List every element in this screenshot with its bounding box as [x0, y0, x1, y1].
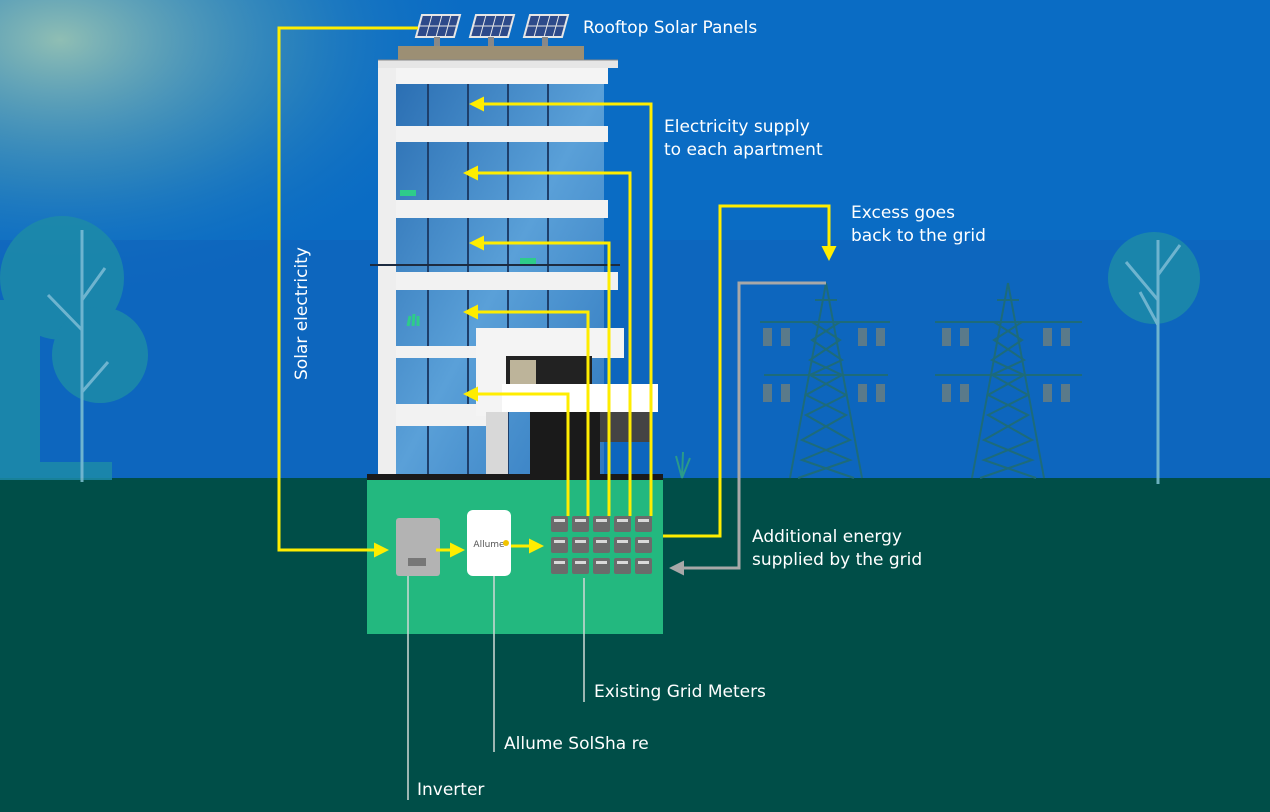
excess-to-grid-flow: [663, 204, 837, 538]
allume-solshare-label: Allume SolSha re: [504, 734, 649, 754]
grid-meter: [572, 537, 589, 553]
grid-meter-display: [554, 561, 565, 564]
additional-energy-label-line1: Additional energy: [752, 527, 902, 547]
electricity-supply-label: Electricity supply to each apartment: [664, 116, 823, 162]
grid-meter-display: [596, 561, 607, 564]
apartment-supply-flow: [463, 96, 653, 516]
excess-to-grid-label-line1: Excess goes: [851, 203, 955, 223]
solar-panel: [522, 14, 570, 46]
grid-meter-display: [575, 519, 586, 522]
additional-energy-label-line2: supplied by the grid: [752, 550, 923, 570]
grid-supply-flow: [669, 281, 826, 576]
electricity-supply-label-line2: to each apartment: [664, 140, 823, 160]
allume-solshare-unit: Allume: [467, 510, 511, 576]
existing-grid-meters-label: Existing Grid Meters: [594, 682, 766, 702]
allume-logo: Allume: [473, 540, 505, 550]
grid-meter: [572, 558, 589, 574]
grid-meter: [551, 537, 568, 553]
solar-electricity-flow: [277, 26, 544, 558]
grid-meter: [635, 537, 652, 553]
grid-meter: [551, 558, 568, 574]
grid-meter-display: [617, 519, 628, 522]
inverter: [396, 518, 440, 576]
solar-panel: [414, 14, 462, 46]
grid-meter: [551, 516, 568, 532]
leader-lines: [407, 576, 585, 800]
balcony-box: [476, 328, 624, 358]
grid-meter-display: [638, 561, 649, 564]
grid-meter-display: [554, 540, 565, 543]
grid-meter: [593, 537, 610, 553]
existing-grid-meters: [551, 516, 652, 574]
tree-right: [1108, 232, 1200, 484]
grid-meter-display: [617, 540, 628, 543]
grid-meter-display: [617, 561, 628, 564]
grid-meter-display: [554, 519, 565, 522]
grid-meter: [614, 537, 631, 553]
grid-meter: [635, 516, 652, 532]
rooftop-solar-panels-label: Rooftop Solar Panels: [583, 18, 758, 38]
grid-meter-display: [575, 561, 586, 564]
solar-electricity-label: Solar electricity: [292, 247, 312, 380]
grass-tuft: [675, 451, 691, 479]
excess-to-grid-label: Excess goes back to the grid: [851, 202, 986, 248]
rooftop-solar-panels: [414, 14, 570, 46]
grid-meter-display: [638, 540, 649, 543]
grid-meter: [614, 516, 631, 532]
grid-meter-display: [596, 519, 607, 522]
horizon-band: [0, 240, 1270, 480]
electricity-supply-label-line1: Electricity supply: [664, 117, 810, 137]
grid-meter-display: [596, 540, 607, 543]
grid-meter: [572, 516, 589, 532]
building-core: [378, 68, 396, 478]
grid-meter-display: [638, 519, 649, 522]
excess-to-grid-label-line2: back to the grid: [851, 226, 986, 246]
tree-left: [0, 216, 148, 482]
grid-meter: [614, 558, 631, 574]
grid-meter: [593, 516, 610, 532]
solar-panel: [468, 14, 516, 46]
inverter-label: Inverter: [417, 780, 485, 800]
grid-meter: [635, 558, 652, 574]
additional-energy-label: Additional energy supplied by the grid: [752, 526, 922, 572]
transmission-tower-2: [935, 282, 1082, 479]
transmission-tower-1: [760, 282, 890, 479]
grid-meter: [593, 558, 610, 574]
grid-meter-display: [575, 540, 586, 543]
